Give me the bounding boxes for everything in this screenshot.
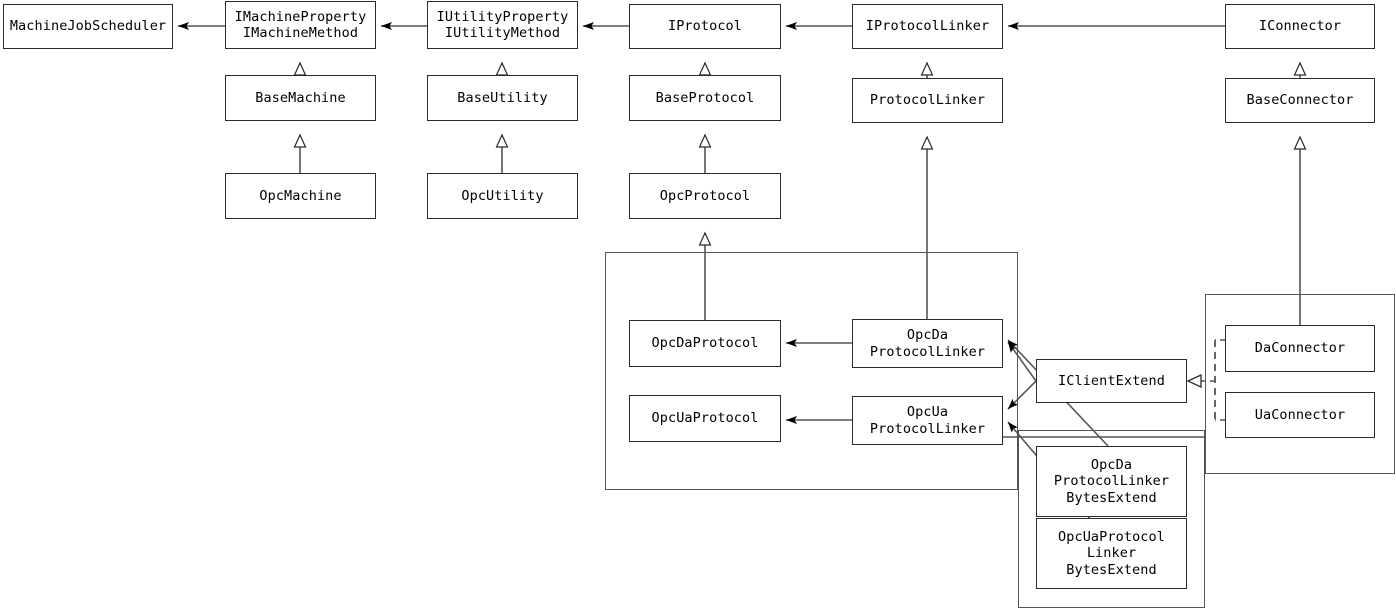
class-label: BaseUtility: [457, 89, 548, 106]
class-label: BaseProtocol: [655, 89, 755, 106]
class-box-machinejobscheduler[interactable]: MachineJobScheduler: [3, 4, 173, 49]
class-label: ProtocolLinker: [869, 92, 986, 109]
class-box-protocollinker[interactable]: ProtocolLinker: [852, 78, 1003, 123]
class-label: UaConnector: [1254, 406, 1346, 423]
class-box-uaconnector[interactable]: UaConnector: [1225, 392, 1375, 438]
class-box-iconnector[interactable]: IConnector: [1225, 4, 1375, 49]
class-box-opcdaprotocollinker[interactable]: OpcDa ProtocolLinker: [852, 319, 1003, 368]
class-label: IClientExtend: [1058, 372, 1165, 389]
class-label: OpcUaProtocol Linker BytesExtend: [1058, 528, 1165, 578]
class-box-iprotocol[interactable]: IProtocol: [629, 4, 781, 49]
class-box-baseconnector[interactable]: BaseConnector: [1225, 78, 1375, 123]
class-box-opcutility[interactable]: OpcUtility: [427, 173, 578, 219]
class-label: OpcDa ProtocolLinker BytesExtend: [1053, 456, 1170, 506]
class-box-opcmachine[interactable]: OpcMachine: [225, 173, 376, 219]
class-box-opcuaprotocol[interactable]: OpcUaProtocol: [629, 395, 781, 442]
class-label: DaConnector: [1254, 340, 1346, 357]
class-box-opcdaprotocol[interactable]: OpcDaProtocol: [629, 320, 781, 367]
class-label: OpcUa ProtocolLinker: [869, 404, 986, 437]
class-label: IProtocol: [667, 18, 743, 35]
class-label: IMachineProperty IMachineMethod: [234, 8, 367, 41]
class-label: IProtocolLinker: [865, 18, 990, 35]
class-box-imachineproperty[interactable]: IMachineProperty IMachineMethod: [225, 1, 376, 49]
class-label: IConnector: [1258, 18, 1342, 35]
class-label: OpcUtility: [461, 187, 544, 204]
class-box-opcuaprotocollinkerbytesextend[interactable]: OpcUaProtocol Linker BytesExtend: [1036, 518, 1187, 589]
class-label: OpcUaProtocol: [651, 410, 759, 427]
group-protocol-implementations: [605, 252, 1018, 490]
class-box-basemachine[interactable]: BaseMachine: [225, 75, 376, 121]
class-box-baseprotocol[interactable]: BaseProtocol: [629, 75, 781, 121]
class-box-baseutility[interactable]: BaseUtility: [427, 75, 578, 121]
class-label: OpcDaProtocol: [651, 335, 759, 352]
group-connectors: [1205, 294, 1395, 474]
class-box-opcuaprotocollinker[interactable]: OpcUa ProtocolLinker: [852, 396, 1003, 445]
class-box-iclientextend[interactable]: IClientExtend: [1036, 359, 1187, 403]
class-label: OpcDa ProtocolLinker: [869, 327, 986, 360]
class-label: IUtilityProperty IUtilityMethod: [436, 8, 569, 41]
class-label: MachineJobScheduler: [9, 18, 167, 35]
class-label: BaseConnector: [1246, 92, 1354, 109]
class-box-iprotocollinker[interactable]: IProtocolLinker: [852, 4, 1003, 49]
class-label: BaseMachine: [255, 89, 346, 106]
class-label: OpcMachine: [259, 187, 342, 204]
class-box-opcprotocol[interactable]: OpcProtocol: [629, 173, 781, 219]
class-box-daconnector[interactable]: DaConnector: [1225, 325, 1375, 372]
class-box-iutilityproperty[interactable]: IUtilityProperty IUtilityMethod: [427, 1, 578, 49]
class-label: OpcProtocol: [659, 187, 751, 204]
realization-hollow-arrow-iclientextend: [1186, 373, 1202, 389]
class-box-opcdaprotocollinkerbytesextend[interactable]: OpcDa ProtocolLinker BytesExtend: [1036, 446, 1187, 517]
